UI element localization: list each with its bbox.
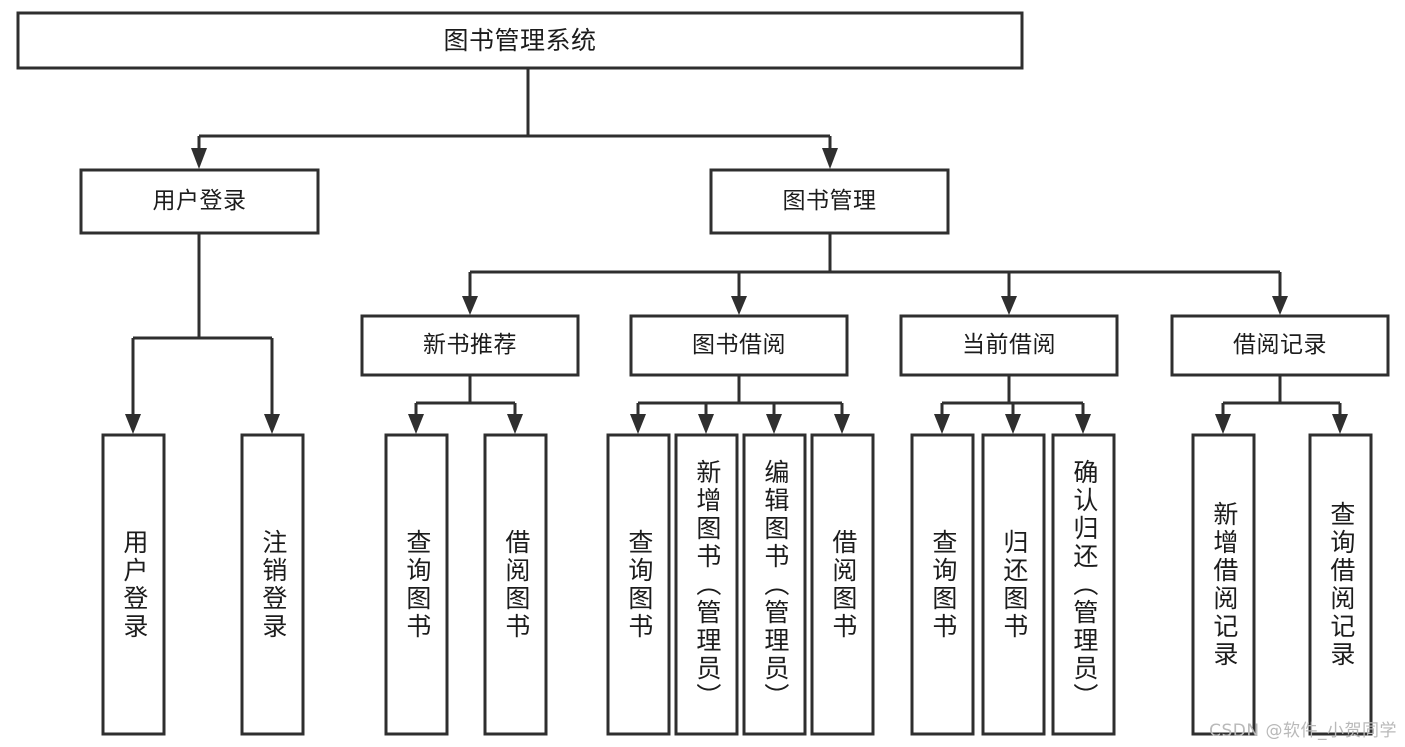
arrow-head-icon — [1215, 414, 1231, 434]
arrow-head-icon — [1075, 414, 1091, 434]
arrow-head-icon — [462, 296, 478, 315]
node-box-leaf-borrow-book[interactable] — [810, 433, 875, 736]
edge-group-borrow-record — [1215, 375, 1348, 434]
edge-group-current-borrow — [934, 375, 1091, 434]
arrow-head-icon — [698, 414, 714, 434]
arrow-head-icon — [630, 414, 646, 434]
arrow-head-icon — [834, 414, 850, 434]
arrow-head-icon — [731, 296, 747, 315]
csdn-watermark: CSDN @软件_小贺同学 — [1209, 721, 1397, 741]
node-box-leaf-add-book-admin[interactable] — [674, 433, 739, 736]
arrow-head-icon — [766, 414, 782, 434]
edge-group-book-borrow — [630, 375, 850, 434]
node-box-book-borrow[interactable] — [629, 314, 849, 377]
node-box-leaf-add-borrow-record[interactable] — [1191, 433, 1256, 736]
arrow-head-icon — [507, 414, 523, 434]
node-box-leaf-user-logout[interactable] — [240, 433, 305, 736]
arrow-head-icon — [264, 414, 280, 434]
edge-group-book-management — [462, 233, 1288, 315]
arrow-head-icon — [408, 414, 424, 434]
node-box-current-borrow[interactable] — [899, 314, 1119, 377]
edge-group-user-login — [125, 233, 280, 434]
node-box-leaf-borrow-book-recommend[interactable] — [483, 433, 548, 736]
arrow-head-icon — [191, 148, 207, 169]
node-box-leaf-confirm-return-admin[interactable] — [1051, 433, 1116, 736]
node-box-book-management[interactable] — [709, 168, 950, 235]
node-box-user-login[interactable] — [79, 168, 320, 235]
node-box-root[interactable] — [16, 11, 1024, 70]
edge-group-root — [191, 68, 838, 169]
node-box-new-book-recommend[interactable] — [360, 314, 580, 377]
arrow-head-icon — [1272, 296, 1288, 315]
arrow-head-icon — [125, 414, 141, 434]
arrow-head-icon — [934, 414, 950, 434]
arrow-head-icon — [822, 148, 838, 169]
node-box-leaf-query-book-current[interactable] — [910, 433, 975, 736]
node-box-leaf-query-book-borrow[interactable] — [606, 433, 671, 736]
node-box-leaf-edit-book-admin[interactable] — [742, 433, 807, 736]
node-box-borrow-record[interactable] — [1170, 314, 1390, 377]
arrow-head-icon — [1001, 296, 1017, 315]
node-box-leaf-user-login[interactable] — [101, 433, 166, 736]
node-box-leaf-return-book[interactable] — [981, 433, 1046, 736]
arrow-head-icon — [1332, 414, 1348, 434]
edge-group-new-book-recommend — [408, 375, 523, 434]
arrow-head-icon — [1005, 414, 1021, 434]
node-box-leaf-query-book-recommend[interactable] — [384, 433, 449, 736]
node-box-leaf-query-borrow-record[interactable] — [1308, 433, 1373, 736]
